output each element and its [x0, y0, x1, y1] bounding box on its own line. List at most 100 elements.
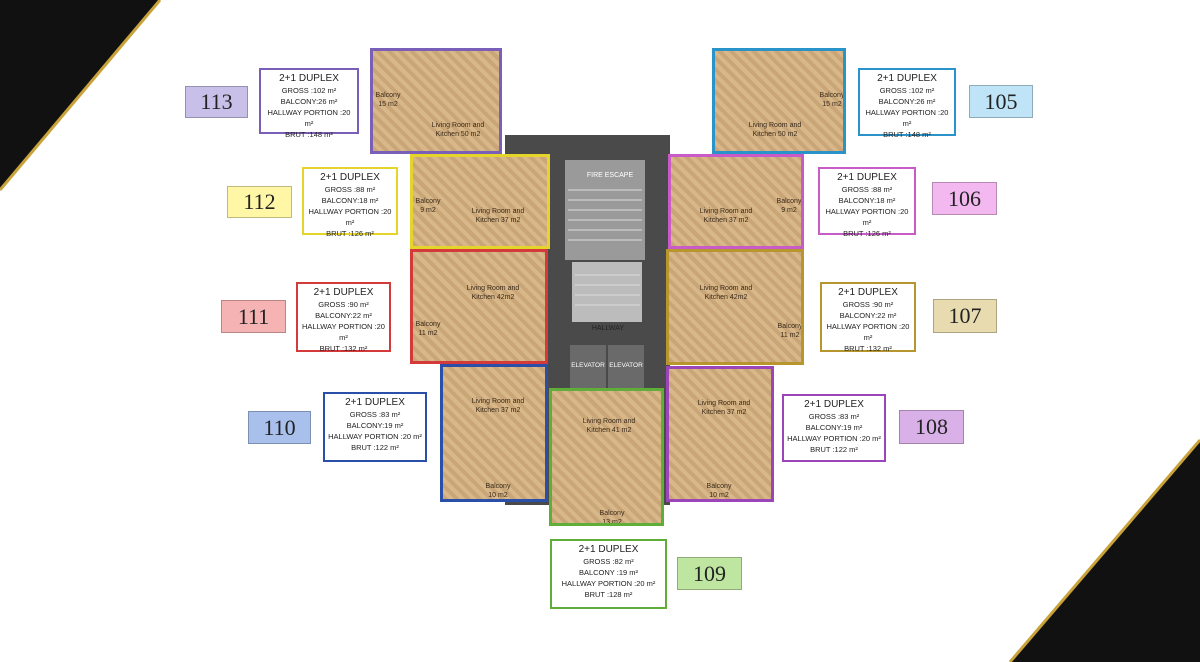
- unit-type: 2+1 DUPLEX: [313, 287, 374, 298]
- floor-pattern: [715, 51, 843, 151]
- floor-pattern: [413, 157, 547, 246]
- bottom-right-gold-line: [1008, 439, 1200, 662]
- hallway-portion: HALLWAY PORTION :20 m²: [787, 434, 881, 443]
- balcony-label: Balcony 9 m2: [415, 198, 441, 214]
- floor-pattern: [671, 157, 801, 246]
- hallway-stairs: [572, 262, 642, 322]
- unit-type: 2+1 DUPLEX: [804, 399, 864, 410]
- top-left-gold-line: [0, 0, 162, 191]
- balcony-area: BALCONY:26 m²: [280, 97, 338, 106]
- living-room-label: Living Room and Kitchen 41 m2: [582, 418, 636, 434]
- elevator-left-shaft: [570, 345, 606, 390]
- hallway-portion: HALLWAY PORTION :20 m²: [826, 322, 910, 342]
- balcony-label: Balcony 11 m2: [777, 323, 803, 339]
- balcony-area: BALCONY:18 m²: [838, 196, 896, 205]
- unit-113-number: 113: [185, 86, 248, 118]
- balcony-label: Balcony 9 m2: [776, 198, 802, 214]
- brut-area: BRUT :122 m²: [810, 445, 858, 454]
- living-room-label: Living Room and Kitchen 37 m2: [471, 208, 525, 224]
- gross-area: GROSS :83 m²: [349, 410, 401, 419]
- hallway-portion: HALLWAY PORTION :20 m²: [328, 432, 422, 441]
- brut-area: BRUT :122 m²: [351, 443, 399, 452]
- unit-112-plan: Living Room and Kitchen 37 m2 Balcony 9 …: [410, 154, 550, 249]
- unit-111-plan: Living Room and Kitchen 42m2 Balcony 11 …: [410, 249, 548, 364]
- unit-112-info: 2+1 DUPLEX GROSS :88 m² BALCONY:18 m² HA…: [302, 167, 398, 238]
- unit-106-plan: Living Room and Kitchen 37 m2 Balcony 9 …: [668, 154, 804, 249]
- unit-109-info: 2+1 DUPLEX GROSS :82 m² BALCONY :19 m² H…: [550, 539, 667, 609]
- elevator-left-label: ELEVATOR: [571, 362, 605, 369]
- unit-110-info: 2+1 DUPLEX GROSS :83 m² BALCONY:19 m² HA…: [323, 392, 427, 462]
- balcony-area: BALCONY:26 m²: [878, 97, 936, 106]
- brut-area: BRUT :148 m²: [883, 130, 931, 139]
- elevator-right-shaft: [608, 345, 644, 390]
- living-room-label: Living Room and Kitchen 42m2: [466, 285, 520, 301]
- hallway-portion: HALLWAY PORTION :20 m²: [825, 207, 909, 227]
- balcony-area: BALCONY:22 m²: [315, 311, 372, 320]
- balcony-area: BALCONY:19 m²: [805, 423, 863, 432]
- floor-pattern: [669, 252, 801, 362]
- hallway-portion: HALLWAY PORTION :20 m²: [865, 108, 949, 128]
- unit-105-number: 105: [969, 85, 1033, 118]
- floor-pattern: [669, 369, 771, 499]
- hallway-portion: HALLWAY PORTION :20 m²: [267, 108, 351, 128]
- unit-107-number: 107: [933, 299, 997, 333]
- gross-area: GROSS :90 m²: [318, 300, 369, 309]
- unit-type: 2+1 DUPLEX: [345, 397, 405, 408]
- living-room-label: Living Room and Kitchen 37 m2: [697, 400, 751, 416]
- balcony-area: BALCONY:22 m²: [839, 311, 897, 320]
- unit-108-info: 2+1 DUPLEX GROSS :83 m² BALCONY:19 m² HA…: [782, 394, 886, 462]
- balcony-label: Balcony 15 m2: [819, 92, 845, 108]
- gross-area: GROSS :82 m²: [583, 557, 634, 566]
- unit-111-number: 111: [221, 300, 286, 333]
- floor-pattern: [413, 252, 545, 361]
- unit-type: 2+1 DUPLEX: [837, 172, 897, 183]
- elevator-right-label: ELEVATOR: [609, 362, 643, 369]
- gross-area: GROSS :88 m²: [841, 185, 893, 194]
- unit-111-info: 2+1 DUPLEX GROSS :90 m² BALCONY:22 m² HA…: [296, 282, 391, 353]
- unit-type: 2+1 DUPLEX: [578, 544, 639, 555]
- balcony-label: Balcony 10 m2: [706, 483, 732, 499]
- floor-pattern: [443, 367, 545, 499]
- brut-area: BRUT :126 m²: [843, 229, 891, 238]
- unit-113-info: 2+1 DUPLEX GROSS :102 m² BALCONY:26 m² H…: [259, 68, 359, 139]
- unit-105-plan: Living Room and Kitchen 50 m2 Balcony 15…: [712, 48, 846, 154]
- living-room-label: Living Room and Kitchen 50 m2: [431, 122, 485, 138]
- unit-type: 2+1 DUPLEX: [320, 172, 380, 183]
- unit-105-info: 2+1 DUPLEX GROSS :102 m² BALCONY:26 m² H…: [858, 68, 956, 139]
- unit-type: 2+1 DUPLEX: [838, 287, 898, 298]
- unit-112-number: 112: [227, 186, 292, 218]
- unit-110-number: 110: [248, 411, 311, 444]
- unit-106-info: 2+1 DUPLEX GROSS :88 m² BALCONY:18 m² HA…: [818, 167, 916, 238]
- living-room-label: Living Room and Kitchen 37 m2: [699, 208, 753, 224]
- brut-area: BRUT :132 m²: [844, 344, 892, 353]
- unit-107-plan: Living Room and Kitchen 42m2 Balcony 11 …: [666, 249, 804, 365]
- unit-109-plan: Living Room and Kitchen 41 m2 Balcony 13…: [549, 388, 664, 526]
- floor-pattern: [552, 391, 661, 523]
- unit-110-plan: Living Room and Kitchen 37 m2 Balcony 10…: [440, 364, 548, 502]
- living-room-label: Living Room and Kitchen 42m2: [699, 285, 753, 301]
- balcony-area: BALCONY :19 m²: [578, 568, 639, 577]
- gross-area: GROSS :102 m²: [879, 86, 935, 95]
- balcony-area: BALCONY:18 m²: [321, 196, 379, 205]
- hallway-portion: HALLWAY PORTION :20 m²: [308, 207, 392, 227]
- unit-109-number: 109: [677, 557, 742, 590]
- unit-type: 2+1 DUPLEX: [877, 73, 937, 84]
- brut-area: BRUT :128 m²: [584, 590, 633, 599]
- brut-area: BRUT :148 m²: [285, 130, 333, 139]
- gross-area: GROSS :90 m²: [842, 300, 894, 309]
- unit-108-plan: Living Room and Kitchen 37 m2 Balcony 10…: [666, 366, 774, 502]
- unit-type: 2+1 DUPLEX: [279, 73, 339, 84]
- brut-area: BRUT :126 m²: [326, 229, 374, 238]
- unit-108-number: 108: [899, 410, 964, 444]
- balcony-label: Balcony 10 m2: [485, 483, 511, 499]
- unit-107-info: 2+1 DUPLEX GROSS :90 m² BALCONY:22 m² HA…: [820, 282, 916, 353]
- hallway-portion: HALLWAY PORTION :20 m²: [561, 579, 656, 588]
- gross-area: GROSS :83 m²: [808, 412, 860, 421]
- balcony-label: Balcony 15 m2: [375, 92, 401, 108]
- living-room-label: Living Room and Kitchen 50 m2: [748, 122, 802, 138]
- hallway-label: HALLWAY: [591, 325, 625, 332]
- balcony-label: Balcony 11 m2: [415, 321, 441, 337]
- floor-pattern: [373, 51, 499, 151]
- hallway-portion: HALLWAY PORTION :20 m²: [302, 322, 385, 342]
- balcony-label: Balcony 13 m2: [599, 510, 625, 526]
